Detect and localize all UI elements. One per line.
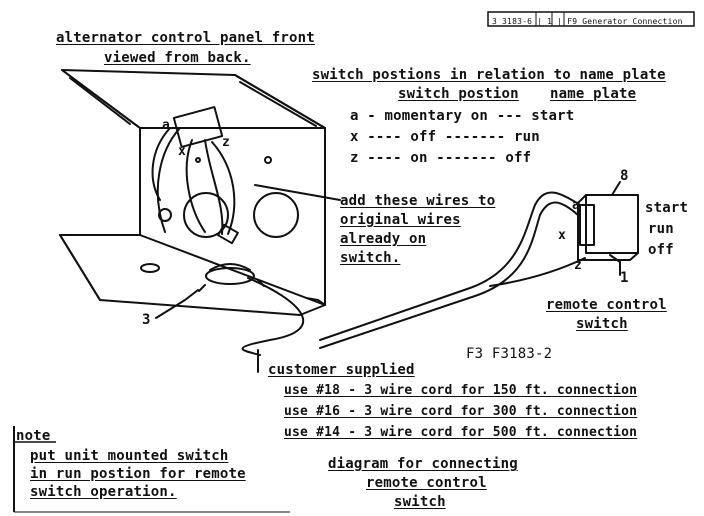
plate-label-start: start [645, 200, 689, 216]
positions-col-switch: switch postion [398, 86, 519, 102]
customer-line-18: use #18 - 3 wire cord for 150 ft. connec… [284, 383, 638, 398]
caption-line2: remote control [366, 475, 487, 491]
caption-line1: diagram for connecting [328, 456, 518, 472]
note-line2: in run postion for remote [30, 466, 246, 482]
callout-3: 3 [142, 312, 151, 328]
figure-id: F3 F3183-2 [466, 346, 553, 362]
callout-1: 1 [620, 270, 629, 286]
note-heading: note [16, 428, 51, 444]
add-wires-line1: add these wires to [340, 193, 496, 209]
positions-heading: switch postions in relation to name plat… [312, 67, 666, 83]
remote-switch-drawing [577, 194, 639, 261]
header-stamp: 3 3183-6 | 1 | F9 Generator Connection [492, 17, 683, 26]
positions-col-plate: name plate [550, 86, 637, 102]
customer-line-14: use #14 - 3 wire cord for 500 ft. connec… [284, 425, 638, 440]
remote-terminal-a: a [572, 198, 581, 213]
panel-terminal-z: z [222, 135, 231, 150]
panel-title-line2: viewed from back. [104, 50, 251, 66]
panel-terminal-a: a [162, 118, 171, 133]
add-wires-line3: already on [340, 231, 427, 247]
add-wires-line2: original wires [340, 212, 461, 228]
callout-8: 8 [620, 168, 629, 184]
note-line3: switch operation. [30, 484, 177, 500]
caption-line3: switch [394, 494, 446, 510]
position-row-z: z ---- on ------- off [350, 150, 532, 166]
note-line1: put unit mounted switch [30, 448, 229, 464]
add-wires-leader [254, 184, 341, 201]
panel-terminal-x: x [178, 144, 187, 159]
remote-label-line1: remote control [546, 297, 667, 313]
plate-label-off: off [648, 242, 674, 258]
add-wires-line4: switch. [340, 250, 401, 266]
control-panel-drawing [59, 69, 326, 316]
remote-label-line2: switch [576, 316, 628, 332]
customer-heading: customer supplied [268, 362, 415, 378]
remote-terminal-z: z [574, 258, 583, 273]
position-row-x: x ---- off ------- run [350, 129, 540, 145]
remote-terminal-x: x [558, 228, 567, 243]
cable-drawing [241, 191, 586, 356]
position-row-a: a - momentary on --- start [350, 108, 575, 124]
customer-line-16: use #16 - 3 wire cord for 300 ft. connec… [284, 404, 638, 419]
plate-label-run: run [648, 221, 674, 237]
panel-title-line1: alternator control panel front [56, 30, 315, 46]
